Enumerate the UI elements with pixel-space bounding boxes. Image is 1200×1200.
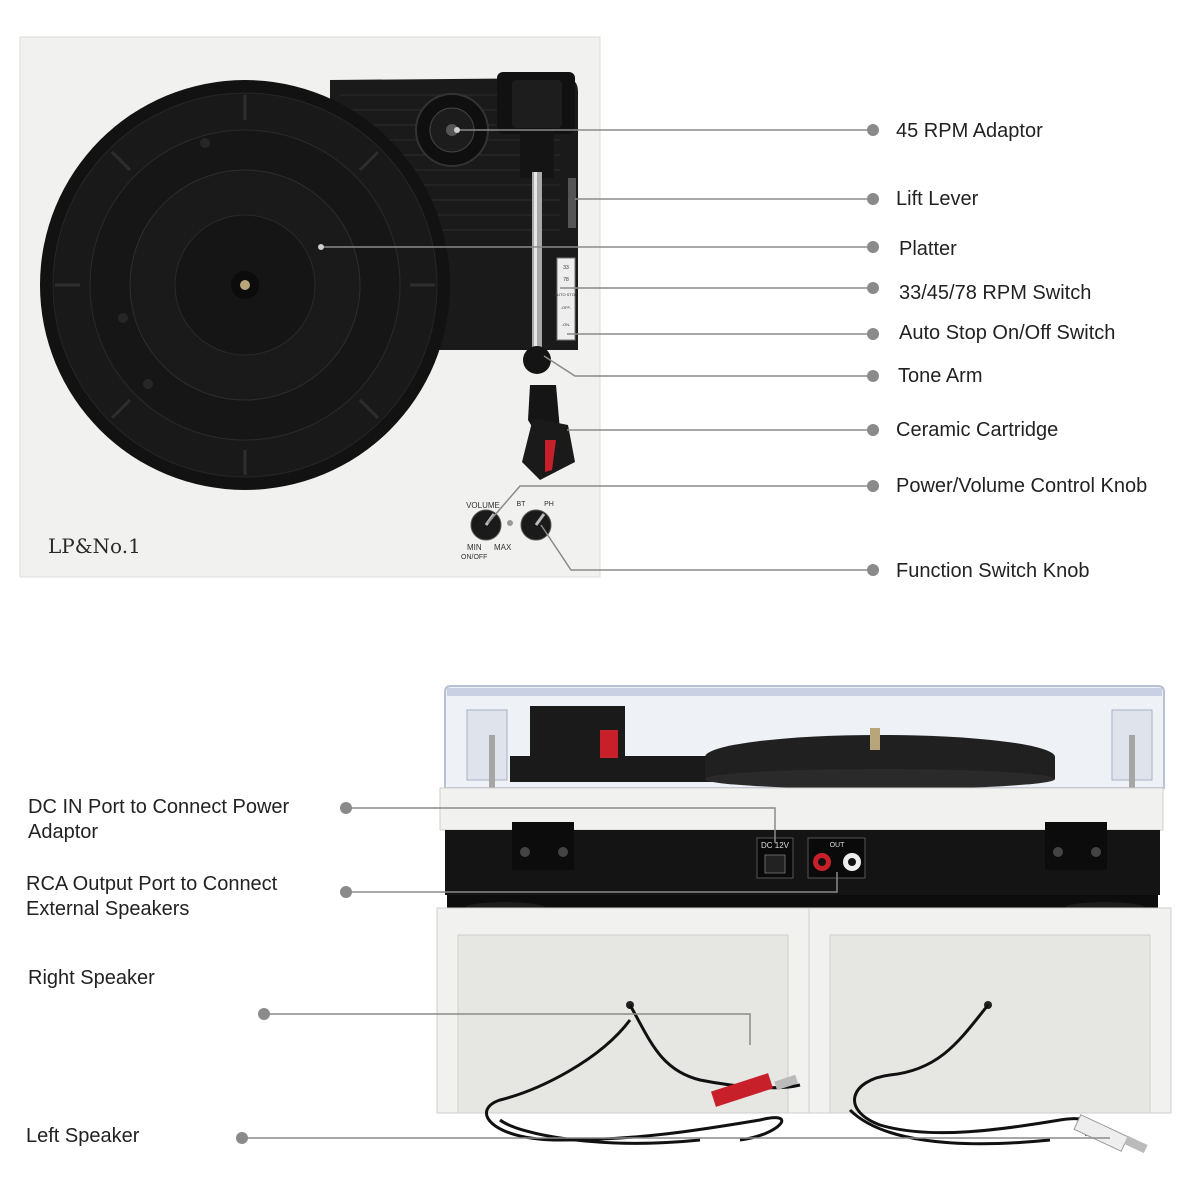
leader-dcin bbox=[346, 807, 776, 843]
dot-autostop bbox=[867, 328, 879, 340]
dot-cartridge bbox=[867, 424, 879, 436]
leader-right bbox=[264, 1013, 751, 1045]
platter bbox=[40, 80, 450, 490]
lift-lever bbox=[568, 178, 576, 228]
right-speaker bbox=[436, 907, 810, 1114]
label-auto-stop-switch: Auto Stop On/Off Switch bbox=[899, 322, 1116, 344]
top-leader-dots bbox=[318, 124, 879, 576]
label-right-speaker: Right Speaker bbox=[28, 967, 155, 989]
bottom-leader-dots bbox=[236, 802, 352, 1144]
left-speaker bbox=[808, 907, 1172, 1114]
dot-dcin bbox=[340, 802, 352, 814]
label-lift-lever: Lift Lever bbox=[896, 188, 979, 210]
max-text: MAX bbox=[494, 543, 512, 552]
rca-plug-red bbox=[710, 1073, 799, 1107]
dot-adaptor bbox=[867, 124, 879, 136]
label-tone-arm: Tone Arm bbox=[898, 365, 983, 387]
auto-stop-label: AUTO STOP bbox=[555, 292, 578, 297]
dc-in-port: DC 12V bbox=[756, 837, 794, 879]
label-platter: Platter bbox=[899, 238, 957, 260]
dot-rca bbox=[340, 886, 352, 898]
brand-logo: LP&No.1 bbox=[48, 534, 141, 558]
turntable-top-view: 33 78 AUTO STOP -OFF- -ON- LP&No.1 VOLUM… bbox=[19, 36, 601, 578]
tone-arm bbox=[497, 72, 575, 374]
dot-right bbox=[258, 1008, 270, 1020]
leader-tonearm bbox=[543, 355, 873, 377]
label-45-rpm-adaptor: 45 RPM Adaptor bbox=[896, 120, 1043, 142]
label-rca-output: RCA Output Port to Connect External Spea… bbox=[26, 873, 278, 920]
volume-text: VOLUME bbox=[466, 501, 500, 510]
label-left-speaker: Left Speaker bbox=[26, 1125, 140, 1147]
ph-text: PH bbox=[544, 501, 554, 508]
rca-out-label: OUT bbox=[830, 842, 846, 849]
bt-text: BT bbox=[517, 501, 527, 508]
hinge-bracket-left bbox=[512, 822, 574, 870]
dot-lift bbox=[867, 193, 879, 205]
dot-platter bbox=[867, 241, 879, 253]
bottom-leaders bbox=[242, 807, 1110, 1139]
leader-rca bbox=[346, 872, 838, 893]
45-rpm-adaptor bbox=[415, 93, 489, 167]
leader-function bbox=[540, 524, 873, 571]
min-text: MIN bbox=[467, 543, 482, 552]
label-dc-in-port: DC IN Port to Connect Power Adaptor bbox=[28, 796, 290, 843]
dot-function bbox=[867, 564, 879, 576]
lid-hinge-right bbox=[1110, 709, 1153, 833]
rca-output-port: OUT bbox=[807, 837, 866, 879]
anchor-platter bbox=[318, 244, 324, 250]
ceramic-cartridge bbox=[522, 385, 575, 480]
label-ceramic-cartridge: Ceramic Cartridge bbox=[896, 419, 1059, 441]
dot-tonearm bbox=[867, 370, 879, 382]
leader-volume bbox=[487, 485, 873, 524]
auto-stop-on-label: -ON- bbox=[562, 322, 571, 327]
speaker-cables bbox=[485, 1004, 1094, 1146]
rca-plug-white bbox=[1073, 1114, 1148, 1154]
dot-rpm bbox=[867, 282, 879, 294]
rpm-switch-strip: 33 78 AUTO STOP -OFF- -ON- bbox=[555, 257, 578, 341]
dot-left bbox=[236, 1132, 248, 1144]
power-indicator bbox=[507, 520, 513, 526]
dc-12v-label: DC 12V bbox=[761, 841, 790, 850]
label-function-knob: Function Switch Knob bbox=[896, 560, 1090, 582]
spindle bbox=[240, 280, 250, 290]
rpm-33-label: 33 bbox=[563, 265, 569, 271]
hinge-bracket-right bbox=[1045, 822, 1107, 870]
anchor-adaptor bbox=[454, 127, 460, 133]
dot-volume bbox=[867, 480, 879, 492]
label-rpm-switch: 33/45/78 RPM Switch bbox=[899, 282, 1092, 304]
label-volume-knob: Power/Volume Control Knob bbox=[896, 475, 1148, 497]
auto-stop-off-label: -OFF- bbox=[561, 305, 572, 310]
rpm-78-label: 78 bbox=[563, 277, 569, 283]
turntable-back-view: DC 12V OUT bbox=[436, 685, 1172, 1154]
onoff-text: ON/OFF bbox=[461, 554, 487, 561]
top-leaders bbox=[321, 129, 873, 571]
